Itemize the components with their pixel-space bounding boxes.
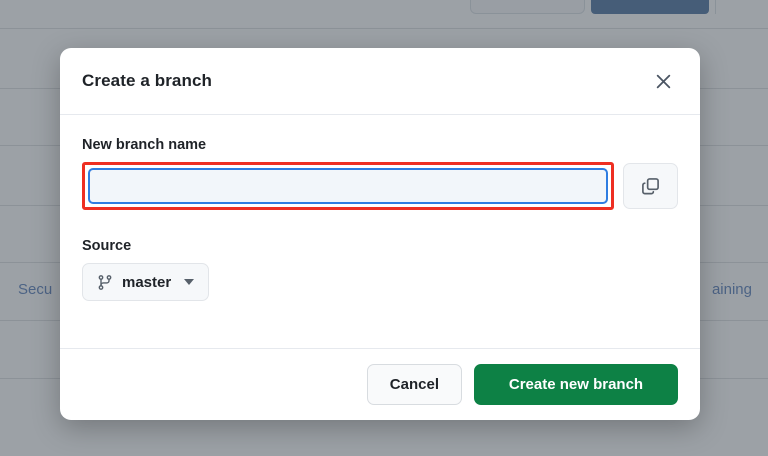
branch-name-label: New branch name xyxy=(82,137,207,153)
close-button[interactable] xyxy=(648,66,678,96)
annotation-highlight xyxy=(82,162,614,210)
dialog-body: New branch name Source xyxy=(60,115,700,348)
copy-button[interactable] xyxy=(622,163,678,209)
create-branch-dialog: Create a branch New branch name Source xyxy=(60,48,700,420)
source-label: Source xyxy=(82,238,132,254)
dialog-footer: Cancel Create new branch xyxy=(60,348,700,420)
cancel-button[interactable]: Cancel xyxy=(366,364,462,405)
source-section: Source master xyxy=(82,238,678,301)
dialog-title: Create a branch xyxy=(82,71,212,90)
dialog-header: Create a branch xyxy=(60,48,700,115)
close-icon xyxy=(656,74,670,88)
chevron-down-icon xyxy=(184,279,195,285)
git-branch-icon xyxy=(97,274,113,291)
source-branch-value: master xyxy=(122,273,172,291)
branch-name-input[interactable] xyxy=(88,168,608,204)
branch-name-row xyxy=(82,162,678,210)
create-new-branch-button[interactable]: Create new branch xyxy=(474,364,678,405)
source-branch-select[interactable]: master xyxy=(82,263,210,301)
copy-icon xyxy=(641,177,659,194)
